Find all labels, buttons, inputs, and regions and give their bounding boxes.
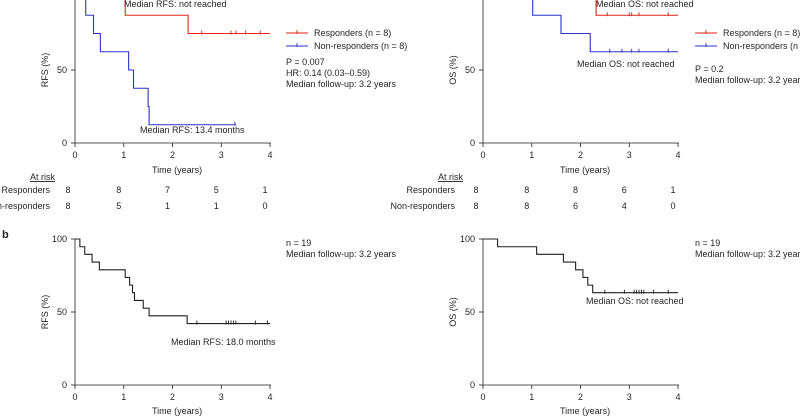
- at-risk-value: 5: [116, 201, 121, 211]
- at-risk-value: 8: [65, 185, 70, 195]
- x-tick-label: 3: [219, 150, 224, 160]
- x-tick-label: 4: [675, 150, 680, 160]
- y-tick-label: 100: [460, 234, 475, 244]
- x-axis-label: Time (years): [560, 406, 610, 416]
- stats-line: n = 19: [286, 238, 311, 248]
- x-tick-label: 2: [170, 150, 175, 160]
- x-tick-label: 2: [578, 392, 583, 402]
- x-axis-label: Time (years): [152, 406, 202, 416]
- y-axis-label: OS (%): [448, 55, 458, 85]
- median-annotation: Median RFS: 13.4 months: [140, 125, 245, 135]
- x-tick-label: 2: [170, 392, 175, 402]
- at-risk-value: 1: [670, 185, 675, 195]
- at-risk-value: 0: [262, 201, 267, 211]
- y-tick-label: 0: [62, 380, 67, 390]
- stats-line: Median follow-up: 3.2 years: [286, 79, 397, 89]
- y-tick-label: 0: [470, 138, 475, 148]
- y-tick-label: 50: [465, 65, 475, 75]
- at-risk-value: 4: [622, 201, 627, 211]
- at-risk-value: 6: [622, 185, 627, 195]
- at-risk-value: 5: [214, 185, 219, 195]
- legend-entry: Responders (n = 8): [314, 28, 391, 38]
- at-risk-header: At risk: [438, 172, 464, 182]
- survival-curve-a: [483, 238, 678, 294]
- at-risk-value: 8: [524, 201, 529, 211]
- at-risk-value: 8: [524, 185, 529, 195]
- y-tick-label: 0: [62, 138, 67, 148]
- survival-curve-a: [595, 0, 678, 16]
- panel-label-b: b: [2, 229, 9, 241]
- at-risk-value: 0: [670, 201, 675, 211]
- y-axis-label: RFS (%): [40, 53, 50, 88]
- x-tick-label: 4: [267, 392, 272, 402]
- x-tick-label: 2: [578, 150, 583, 160]
- median-annotation: Median RFS: not reached: [124, 0, 227, 9]
- at-risk-row-label: Responders: [1, 185, 50, 195]
- x-tick-label: 3: [219, 392, 224, 402]
- at-risk-value: 8: [116, 185, 121, 195]
- stats-line: Median follow-up: 3.2 years: [695, 249, 800, 259]
- stats-line: P = 0.2: [695, 64, 724, 74]
- x-tick-label: 0: [72, 150, 77, 160]
- survival-curve-b: [85, 0, 236, 126]
- y-tick-label: 50: [57, 307, 67, 317]
- at-risk-value: 7: [165, 185, 170, 195]
- x-tick-label: 0: [72, 392, 77, 402]
- at-risk-value: 6: [573, 201, 578, 211]
- at-risk-header: At risk: [30, 172, 56, 182]
- x-tick-label: 3: [627, 150, 632, 160]
- x-tick-label: 1: [529, 392, 534, 402]
- survival-curve-b: [532, 0, 678, 53]
- y-tick-label: 100: [52, 234, 67, 244]
- at-risk-value: 8: [573, 185, 578, 195]
- y-tick-label: 50: [465, 307, 475, 317]
- at-risk-value: 1: [214, 201, 219, 211]
- y-axis-label: OS (%): [448, 297, 458, 327]
- at-risk-value: 8: [473, 185, 478, 195]
- x-tick-label: 1: [529, 150, 534, 160]
- y-axis-label: RFS (%): [40, 295, 50, 330]
- at-risk-value: 8: [65, 201, 70, 211]
- median-annotation: Median RFS: 18.0 months: [171, 337, 276, 347]
- x-tick-label: 4: [267, 150, 272, 160]
- legend-entry: Non-responders (n = 8): [314, 41, 407, 51]
- x-tick-label: 0: [480, 392, 485, 402]
- at-risk-value: 1: [262, 185, 267, 195]
- x-axis-label: Time (years): [152, 165, 202, 175]
- stats-line: Median follow-up: 3.2 years: [286, 249, 397, 259]
- stats-line: P = 0.007: [286, 57, 325, 67]
- x-tick-label: 1: [121, 392, 126, 402]
- at-risk-row-label: Non-responders: [0, 201, 50, 211]
- y-tick-label: 50: [57, 65, 67, 75]
- x-tick-label: 1: [121, 150, 126, 160]
- median-annotation: Median OS: not reached: [596, 0, 694, 9]
- stats-line: Median follow-up: 3.2 years: [695, 75, 800, 85]
- x-tick-label: 3: [627, 392, 632, 402]
- stats-line: n = 19: [695, 238, 720, 248]
- median-annotation: Median OS: not reached: [577, 59, 675, 69]
- y-tick-label: 0: [470, 380, 475, 390]
- legend-entry: Non-responders (n = 8): [723, 41, 800, 51]
- legend-entry: Responders (n = 8): [723, 28, 800, 38]
- median-annotation: Median OS: not reached: [586, 296, 684, 306]
- x-tick-label: 0: [480, 150, 485, 160]
- survival-curve-a: [75, 238, 270, 325]
- x-tick-label: 4: [675, 392, 680, 402]
- at-risk-row-label: Responders: [406, 185, 455, 195]
- at-risk-row-label: Non-responders: [390, 201, 455, 211]
- stats-line: HR: 0.14 (0.03–0.59): [286, 68, 370, 78]
- at-risk-value: 1: [165, 201, 170, 211]
- x-axis-label: Time (years): [560, 165, 610, 175]
- at-risk-value: 8: [473, 201, 478, 211]
